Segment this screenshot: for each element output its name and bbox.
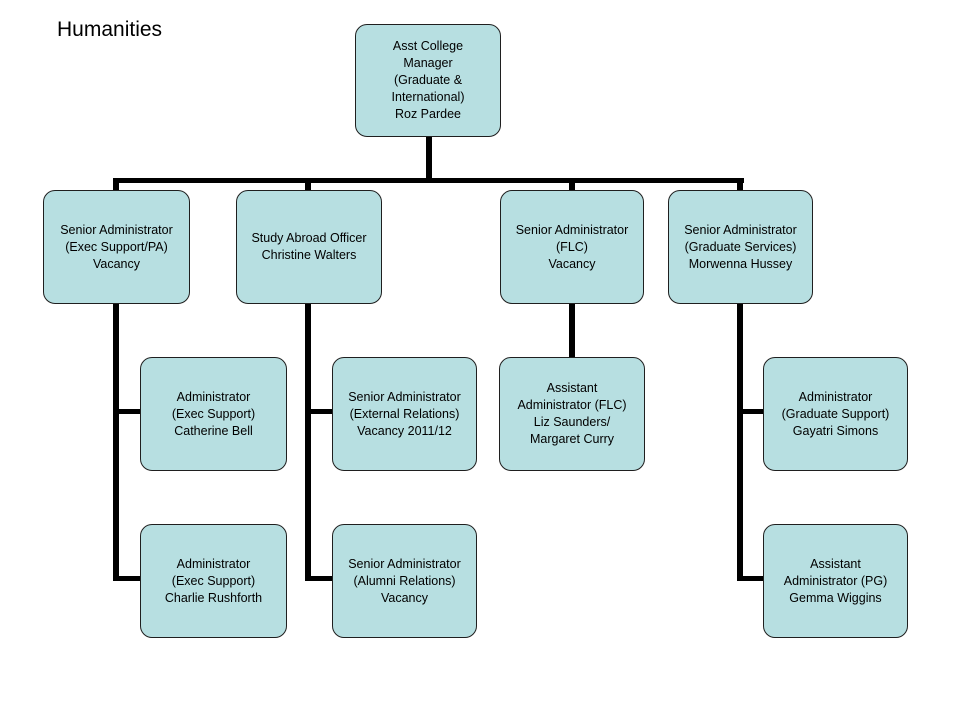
- connector-exec-branch-1: [113, 409, 143, 414]
- node-admin-exec-bell: Administrator (Exec Support) Catherine B…: [140, 357, 287, 471]
- node-admin-exec-rushforth-text: Administrator (Exec Support) Charlie Rus…: [164, 556, 263, 605]
- node-senior-admin-exec: Senior Administrator (Exec Support/PA) V…: [43, 190, 190, 304]
- connector-grad-spine: [737, 302, 743, 581]
- node-senior-admin-flc-text: Senior Administrator (FLC) Vacancy: [515, 222, 629, 271]
- connector-horizontal-bus: [113, 178, 744, 183]
- page-title: Humanities: [57, 18, 163, 41]
- connector-root-down: [426, 136, 432, 182]
- node-senior-admin-grad: Senior Administrator (Graduate Services)…: [668, 190, 813, 304]
- node-senior-admin-external-text: Senior Administrator (External Relations…: [348, 389, 461, 438]
- connector-study-spine: [305, 302, 311, 581]
- node-study-abroad-officer-text: Study Abroad Officer Christine Walters: [251, 231, 367, 262]
- node-assistant-admin-flc: Assistant Administrator (FLC) Liz Saunde…: [499, 357, 645, 471]
- connector-flc-spine: [569, 302, 575, 360]
- connector-drop-grad: [737, 178, 743, 194]
- node-admin-exec-bell-text: Administrator (Exec Support) Catherine B…: [171, 389, 256, 438]
- node-senior-admin-external: Senior Administrator (External Relations…: [332, 357, 477, 471]
- node-admin-exec-rushforth: Administrator (Exec Support) Charlie Rus…: [140, 524, 287, 638]
- node-study-abroad-officer: Study Abroad Officer Christine Walters: [236, 190, 382, 304]
- node-senior-admin-exec-text: Senior Administrator (Exec Support/PA) V…: [60, 222, 173, 271]
- connector-grad-branch-2: [737, 576, 767, 581]
- node-admin-grad-support-text: Administrator (Graduate Support) Gayatri…: [781, 389, 890, 438]
- connector-exec-spine: [113, 302, 119, 581]
- connector-exec-branch-2: [113, 576, 143, 581]
- node-senior-admin-grad-text: Senior Administrator (Graduate Services)…: [684, 222, 797, 271]
- connector-study-branch-1: [305, 409, 335, 414]
- node-root-text: Asst College Manager (Graduate & Interna…: [391, 39, 465, 121]
- connector-grad-branch-1: [737, 409, 767, 414]
- node-root: Asst College Manager (Graduate & Interna…: [355, 24, 501, 137]
- node-senior-admin-alumni-text: Senior Administrator (Alumni Relations) …: [348, 556, 461, 605]
- node-assistant-admin-pg: Assistant Administrator (PG) Gemma Wiggi…: [763, 524, 908, 638]
- node-admin-grad-support: Administrator (Graduate Support) Gayatri…: [763, 357, 908, 471]
- node-assistant-admin-flc-text: Assistant Administrator (FLC) Liz Saunde…: [517, 381, 627, 446]
- connector-drop-exec: [113, 178, 119, 194]
- node-senior-admin-flc: Senior Administrator (FLC) Vacancy: [500, 190, 644, 304]
- node-senior-admin-alumni: Senior Administrator (Alumni Relations) …: [332, 524, 477, 638]
- connector-drop-flc: [569, 178, 575, 194]
- connector-drop-study-abroad: [305, 178, 311, 194]
- connector-study-branch-2: [305, 576, 335, 581]
- node-assistant-admin-pg-text: Assistant Administrator (PG) Gemma Wiggi…: [783, 556, 888, 605]
